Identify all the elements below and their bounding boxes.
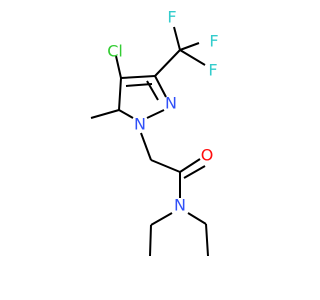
amide-nitrogen-atom-label: N xyxy=(174,196,186,215)
bond-c-f2 xyxy=(179,42,200,51)
bond-n-ethyl1 xyxy=(150,212,173,226)
bond-c-f3 xyxy=(179,49,206,66)
bond-c5-methyl xyxy=(90,109,120,119)
n1-nitrogen-atom-label: N xyxy=(134,115,146,134)
bond-c4-c3-inner xyxy=(125,83,153,87)
molecule-canvas: Cl F F F N N O N xyxy=(90,8,219,257)
bond-n-ethyl2 xyxy=(187,212,207,225)
bond-n1-ch2 xyxy=(140,132,152,161)
fluorine-atom-label-2: F xyxy=(209,32,218,51)
bond-c3-cf3 xyxy=(154,49,181,77)
bond-c4-c3 xyxy=(120,75,156,79)
oxygen-atom-label: O xyxy=(201,146,214,165)
bonds xyxy=(90,26,209,257)
bond-n2-n1 xyxy=(146,109,165,119)
fluorine-atom-label-1: F xyxy=(167,8,176,27)
bond-c-f1 xyxy=(173,26,181,51)
atom-labels: Cl F F F N N O N xyxy=(107,8,218,215)
bond-c-o-inner xyxy=(183,165,206,179)
bond-c5-c4 xyxy=(118,77,122,111)
bond-c4-cl xyxy=(115,55,122,79)
bond-c3-n2 xyxy=(154,75,167,98)
bond-c3-n2-inner xyxy=(146,80,159,101)
bond-ch2-carbonyl xyxy=(150,159,181,173)
chlorine-atom-label: Cl xyxy=(107,42,123,61)
bond-ethyl2-ch3 xyxy=(205,223,209,257)
ring-nitrogen-atom-label: N xyxy=(165,94,177,113)
molecule-structure: Cl F F F N N O N xyxy=(90,8,219,257)
fluorine-atom-label-3: F xyxy=(208,61,217,80)
bond-n1-c5 xyxy=(118,109,134,119)
bond-c-o xyxy=(179,158,201,173)
bond-ethyl1-ch3 xyxy=(149,224,152,257)
